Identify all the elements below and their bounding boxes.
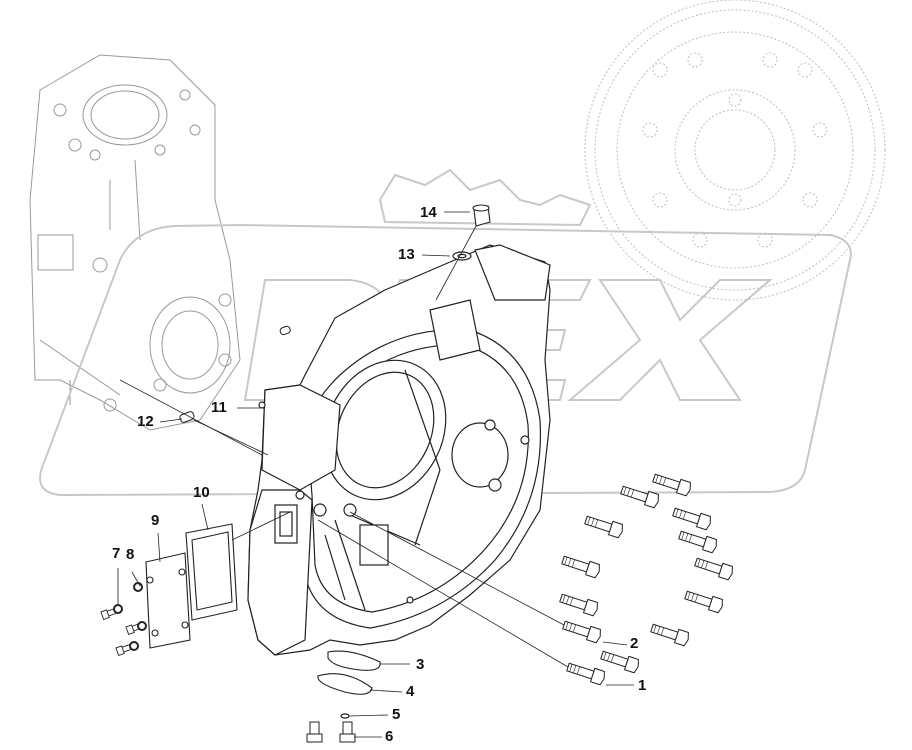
part-10-gasket <box>185 523 238 621</box>
leader-line <box>231 511 291 541</box>
part-3-gasket <box>327 650 381 671</box>
callout-1: 1 <box>638 677 647 694</box>
part-9-cover-plate <box>145 552 191 649</box>
part-13-washer <box>452 251 472 261</box>
callout-4: 4 <box>406 683 415 700</box>
background-flywheel-ghost <box>584 0 886 301</box>
background-engine-block-ghost <box>29 54 241 431</box>
part-7-screw-group <box>100 582 147 656</box>
callout-2: 2 <box>630 635 639 652</box>
assembly-lines <box>317 511 569 668</box>
callout-14: 14 <box>420 204 437 221</box>
callout-8: 8 <box>126 546 135 563</box>
callout-12: 12 <box>137 413 154 430</box>
part-6-bolt <box>306 721 356 743</box>
callout-6: 6 <box>385 728 394 745</box>
part-14-plug <box>472 204 491 227</box>
part-1-bolt-set <box>558 470 735 686</box>
callout-10: 10 <box>193 484 210 501</box>
callout-7: 7 <box>112 545 121 562</box>
part-4-gasket <box>317 673 373 695</box>
callout-leaders <box>117 211 634 738</box>
leader-line <box>435 225 477 301</box>
part-5-washer <box>340 713 350 719</box>
callout-13: 13 <box>398 246 415 263</box>
part-12-dowel-pin <box>179 325 291 423</box>
callout-3: 3 <box>416 656 425 673</box>
callout-5: 5 <box>392 706 401 723</box>
callout-9: 9 <box>151 512 160 529</box>
flywheel-housing <box>247 244 551 656</box>
callout-11: 11 <box>211 399 227 416</box>
leader-line <box>119 379 263 456</box>
